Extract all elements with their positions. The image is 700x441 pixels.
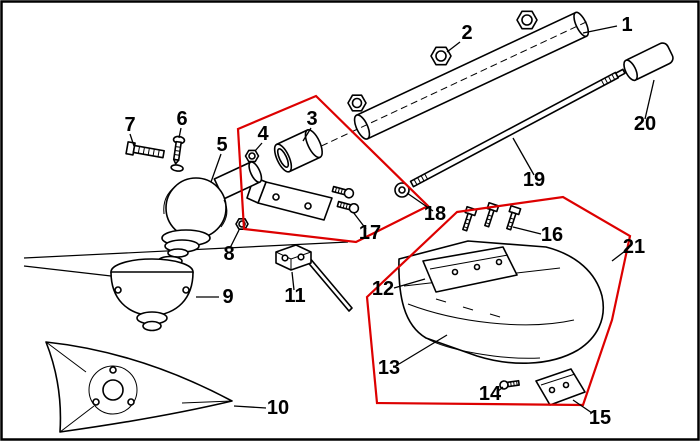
callout-16: 16: [541, 224, 563, 246]
callout-17: 17: [359, 222, 381, 244]
drive-shaft: [409, 68, 626, 188]
callout-11: 11: [284, 285, 305, 307]
guard-bracket: [422, 246, 518, 293]
callout-3: 3: [306, 108, 317, 130]
callout-6: 6: [176, 108, 187, 130]
callout-1: 1: [621, 14, 632, 36]
leader-lines: [129, 25, 655, 414]
highlight-region-clamp: [236, 94, 430, 244]
nut-pair: [347, 10, 538, 112]
grip-cap: [623, 42, 674, 82]
gearbox-nut: [235, 218, 249, 230]
callout-20: 20: [634, 113, 656, 135]
callout-7: 7: [124, 114, 135, 136]
callout-12: 12: [372, 278, 394, 300]
callout-2: 2: [461, 22, 472, 44]
highlight-region-guard: [365, 195, 632, 407]
callout-4: 4: [257, 123, 269, 145]
callout-9: 9: [222, 286, 233, 308]
callout-19: 19: [523, 169, 545, 191]
callout-14: 14: [479, 383, 502, 405]
guard-extension: [535, 368, 586, 406]
callout-13: 13: [378, 357, 400, 379]
callout-5: 5: [216, 134, 227, 156]
clamp-bracket: [246, 129, 333, 221]
mount-bracket: [275, 244, 312, 271]
blade: [45, 341, 233, 433]
screw-top: [170, 135, 186, 172]
callout-18: 18: [424, 203, 446, 225]
clamp-screws: [331, 185, 360, 214]
main-tube: [291, 11, 590, 161]
bolt-left: [125, 141, 165, 159]
callout-21: 21: [623, 236, 645, 258]
guard-end-screw: [499, 379, 520, 390]
callout-10: 10: [267, 397, 289, 419]
callout-8: 8: [223, 243, 234, 265]
washer: [394, 182, 410, 198]
trimmer-head: [110, 258, 194, 332]
callout-15: 15: [589, 407, 611, 429]
